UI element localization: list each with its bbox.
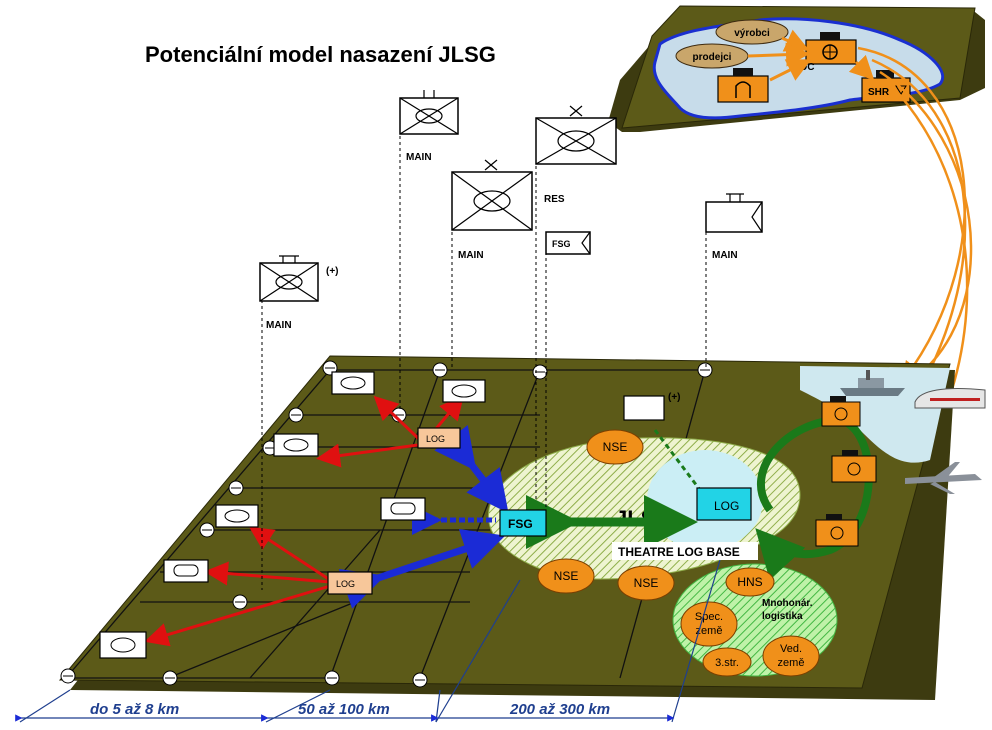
- distance-label-1: do 5 až 8 km: [90, 701, 179, 718]
- nse-label-1: NSE: [603, 440, 628, 454]
- plus-label-hq: (+): [326, 266, 339, 277]
- shr-label: SHR: [868, 87, 890, 98]
- nse-oval-1: [586, 429, 644, 465]
- log-label-2: LOG: [336, 579, 355, 589]
- arch-icon: [735, 81, 751, 98]
- ship-icon: [840, 370, 905, 396]
- hns-label: HNS: [737, 575, 762, 589]
- res-label: RES: [544, 194, 565, 205]
- fsg-flag-symbol: [545, 231, 591, 255]
- tretistr-oval: [702, 647, 752, 677]
- main-label-2: MAIN: [406, 152, 432, 163]
- depot-flag-icon: [733, 68, 753, 76]
- sea-area: [800, 366, 950, 463]
- depot-box: [717, 75, 769, 103]
- log-main-label: LOG: [714, 499, 739, 513]
- ved-zeme-line2: země: [778, 657, 805, 669]
- nse-oval-2: [537, 558, 595, 594]
- ved-zeme-oval: [762, 635, 820, 677]
- distance-scale: do 5 až 8 km 50 až 100 km 200 až 300 km: [15, 559, 721, 723]
- page-title: Potenciální model nasazení JLSG: [145, 42, 496, 67]
- main-label-1: MAIN: [266, 320, 292, 331]
- nse-oval-3: [617, 565, 675, 601]
- ved-zeme-line1: Ved.: [780, 643, 802, 655]
- log-box-2: [327, 571, 373, 595]
- spec-zeme-oval: [680, 601, 738, 647]
- theatre-log-base-banner: [612, 542, 758, 560]
- log-label-1: LOG: [426, 434, 445, 444]
- distribution-arrows: [144, 395, 464, 647]
- distance-label-3: 200 až 300 km: [509, 701, 610, 718]
- log-main-box: [696, 487, 752, 521]
- plane-icon: [905, 462, 982, 494]
- distance-label-2: 50 až 100 km: [298, 701, 390, 718]
- hns-oval: [725, 567, 775, 597]
- plus-label-ground: (+): [668, 392, 681, 403]
- train-icon: [914, 388, 986, 409]
- fsg-flag-label: FSG: [552, 239, 571, 249]
- nse-label-2: NSE: [554, 569, 579, 583]
- entry-points: [815, 396, 877, 547]
- dropline-group: [261, 136, 707, 590]
- mnohonar-line1: Mnohonár.: [762, 598, 813, 609]
- nse-label-3: NSE: [634, 576, 659, 590]
- tretistr-label: 3.str.: [715, 657, 739, 669]
- unit-symbols: [99, 371, 665, 659]
- fsg-supply-arrows: [338, 425, 509, 609]
- spec-zeme-line2: země: [696, 625, 723, 637]
- log-box-1: [417, 427, 461, 449]
- fsg-label: FSG: [508, 517, 533, 531]
- fsg-box: [499, 509, 547, 537]
- spec-zeme-line1: Spec.: [695, 611, 723, 623]
- mnohonar-line2: logistika: [762, 611, 803, 622]
- main-label-4: MAIN: [712, 250, 738, 261]
- theatre-log-base-label: THEATRE LOG BASE: [618, 545, 740, 559]
- dc-flag-icon: [820, 32, 840, 40]
- hq-symbol-5: [705, 201, 763, 233]
- ground-board: JLSG: [58, 355, 986, 700]
- main-label-3: MAIN: [458, 250, 484, 261]
- inset-map: výrobci prodejci DC SHR: [608, 5, 985, 132]
- prodejci-label: prodejci: [693, 52, 732, 63]
- vyrobci-label: výrobci: [734, 28, 770, 39]
- theatre-arrows: [526, 415, 873, 580]
